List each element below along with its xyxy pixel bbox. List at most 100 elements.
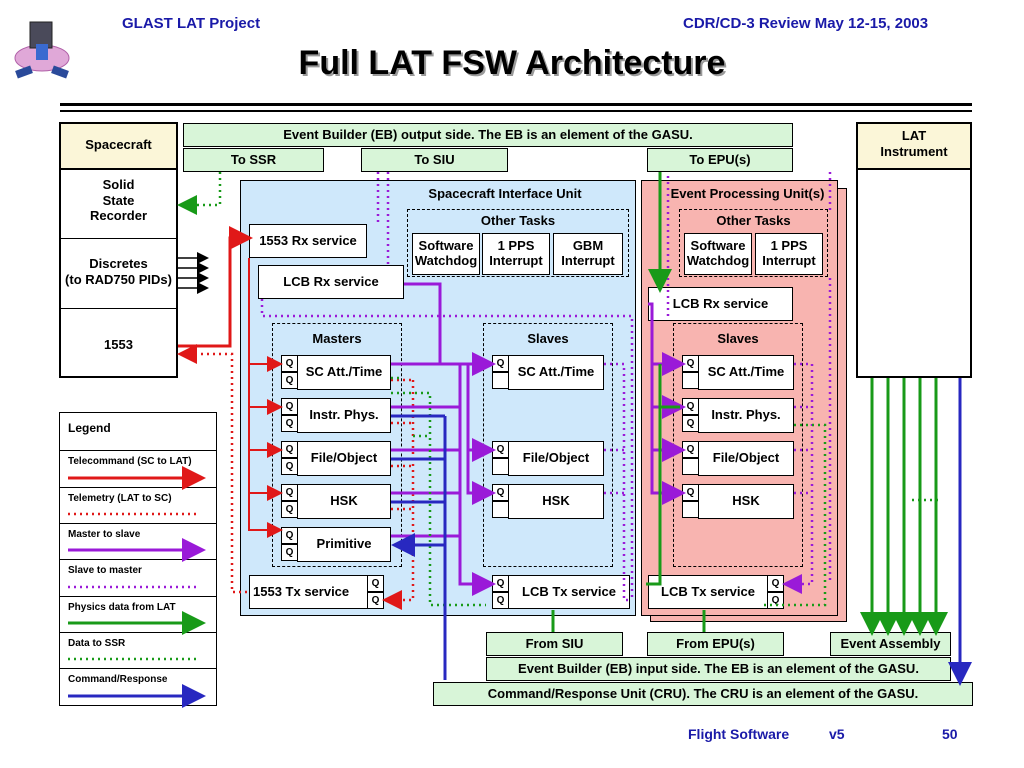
queue: Q bbox=[767, 592, 784, 609]
epu-software-watchdog: Software Watchdog bbox=[684, 233, 752, 275]
to-siu: To SIU bbox=[361, 148, 508, 172]
queue-empty bbox=[682, 458, 699, 475]
queue: Q bbox=[281, 441, 298, 458]
legend-item-data-to-ssr: Data to SSR bbox=[60, 632, 216, 668]
queue: Q bbox=[281, 458, 298, 475]
epu-lcb-tx-service: LCB Tx service bbox=[648, 575, 768, 609]
discrete-arrows bbox=[178, 252, 209, 294]
queue: Q bbox=[281, 398, 298, 415]
queue-empty bbox=[492, 458, 509, 475]
eb-output-side: Event Builder (EB) output side. The EB i… bbox=[183, 123, 793, 147]
project-name: GLAST LAT Project bbox=[122, 15, 261, 32]
queue: Q bbox=[682, 355, 699, 372]
spacecraft-title: Spacecraft bbox=[85, 137, 152, 152]
siu-slave-hsk: HSK bbox=[508, 484, 604, 519]
queue: Q bbox=[281, 415, 298, 432]
siu-1pps-interrupt: 1 PPS Interrupt bbox=[482, 233, 550, 275]
title-divider-2 bbox=[60, 110, 972, 112]
event-assembly: Event Assembly bbox=[830, 632, 951, 656]
queue-empty bbox=[492, 372, 509, 389]
master-instr-phys: Instr. Phys. bbox=[297, 398, 391, 433]
solid-state-recorder: Solid State Recorder bbox=[89, 177, 148, 224]
lat-divider bbox=[858, 168, 970, 170]
siu-gbm-interrupt: GBM Interrupt bbox=[553, 233, 623, 275]
lat-instrument-title: LAT Instrument bbox=[880, 128, 948, 160]
cru: Command/Response Unit (CRU). The CRU is … bbox=[433, 682, 973, 706]
epu-slave-sc-att-time: SC Att./Time bbox=[698, 355, 794, 390]
epu-slaves-title: Slaves bbox=[717, 331, 759, 346]
siu-lcb-rx-service: LCB Rx service bbox=[258, 265, 404, 299]
epu-slave-file-object: File/Object bbox=[698, 441, 794, 476]
lat-title-bg bbox=[858, 124, 970, 168]
siu-other-tasks-frame bbox=[407, 209, 629, 277]
queue: Q bbox=[492, 441, 509, 458]
sc-divider-2 bbox=[61, 238, 176, 239]
footer-label: Flight Software bbox=[688, 726, 790, 742]
page-title: Full LAT FSW Architecture bbox=[298, 44, 726, 82]
from-siu: From SIU bbox=[486, 632, 623, 656]
siu-slave-sc-att-time: SC Att./Time bbox=[508, 355, 604, 390]
page-number: 50 bbox=[942, 726, 958, 742]
queue: Q bbox=[367, 592, 384, 609]
queue-empty bbox=[682, 372, 699, 389]
legend-title: Legend bbox=[68, 421, 111, 435]
satellite-icon bbox=[14, 21, 70, 79]
queue: Q bbox=[367, 575, 384, 592]
queue-empty bbox=[682, 501, 699, 518]
queue: Q bbox=[492, 355, 509, 372]
rx-1553-service: 1553 Rx service bbox=[249, 224, 367, 258]
epu-other-tasks-frame bbox=[679, 209, 828, 277]
legend-item-master-to-slave: Master to slave bbox=[60, 523, 216, 559]
master-file-object: File/Object bbox=[297, 441, 391, 476]
queue: Q bbox=[281, 372, 298, 389]
master-sc-att-time: SC Att./Time bbox=[297, 355, 391, 390]
footer-version: v5 bbox=[829, 726, 845, 742]
epu-slave-instr-phys: Instr. Phys. bbox=[698, 398, 794, 433]
queue-empty bbox=[492, 501, 509, 518]
to-ssr: To SSR bbox=[183, 148, 324, 172]
epu-title: Event Processing Unit(s) bbox=[670, 186, 825, 201]
queue: Q bbox=[281, 484, 298, 501]
discretes: Discretes (to RAD750 PIDs) bbox=[65, 256, 172, 287]
mil-1553: 1553 bbox=[104, 337, 133, 352]
siu-slave-file-object: File/Object bbox=[508, 441, 604, 476]
epu-other-tasks-title: Other Tasks bbox=[716, 213, 791, 228]
queue: Q bbox=[281, 527, 298, 544]
title-divider bbox=[60, 103, 972, 106]
queue: Q bbox=[281, 355, 298, 372]
to-epu: To EPU(s) bbox=[647, 148, 793, 172]
review-date: CDR/CD-3 Review May 12-15, 2003 bbox=[683, 15, 929, 32]
legend-item-telemetry: Telemetry (LAT to SC) bbox=[60, 487, 216, 523]
masters-title: Masters bbox=[312, 331, 362, 346]
siu-title: Spacecraft Interface Unit bbox=[428, 186, 582, 201]
queue: Q bbox=[682, 441, 699, 458]
siu-other-tasks-title: Other Tasks bbox=[480, 213, 556, 228]
tx-1553-service: 1553 Tx service bbox=[249, 575, 384, 609]
legend-item-physics-data: Physics data from LAT bbox=[60, 596, 216, 632]
master-primitive: Primitive bbox=[297, 527, 391, 562]
legend-item-telecommand: Telecommand (SC to LAT) bbox=[60, 450, 216, 487]
siu-software-watchdog: Software Watchdog bbox=[412, 233, 480, 275]
queue: Q bbox=[682, 415, 699, 432]
eb-input-side: Event Builder (EB) input side. The EB is… bbox=[486, 657, 951, 681]
master-hsk: HSK bbox=[297, 484, 391, 519]
sc-divider-3 bbox=[61, 308, 176, 309]
legend-item-slave-to-master: Slave to master bbox=[60, 559, 216, 596]
queue: Q bbox=[281, 544, 298, 561]
queue: Q bbox=[682, 398, 699, 415]
queue: Q bbox=[682, 484, 699, 501]
glast-logo bbox=[12, 14, 72, 86]
queue: Q bbox=[767, 575, 784, 592]
queue: Q bbox=[281, 501, 298, 518]
siu-slaves-title: Slaves bbox=[527, 331, 569, 346]
spacecraft-title-bg bbox=[61, 124, 176, 168]
siu-lcb-tx-service: LCB Tx service bbox=[508, 575, 630, 609]
epu-slave-hsk: HSK bbox=[698, 484, 794, 519]
queue: Q bbox=[492, 575, 509, 592]
from-epu: From EPU(s) bbox=[647, 632, 784, 656]
epu-1pps-interrupt: 1 PPS Interrupt bbox=[755, 233, 823, 275]
sc-divider-1 bbox=[61, 168, 176, 170]
legend-item-command-response: Command/Response bbox=[60, 668, 216, 705]
queue: Q bbox=[492, 592, 509, 609]
queue: Q bbox=[492, 484, 509, 501]
